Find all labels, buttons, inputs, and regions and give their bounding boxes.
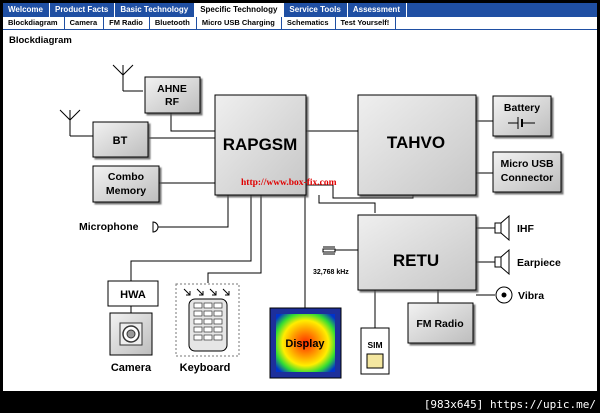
retu-block[interactable]: RETU — [357, 214, 477, 291]
keypress-arrows-icon — [183, 288, 230, 296]
hwa-label: HWA — [120, 289, 146, 301]
battery-label: Battery — [504, 102, 540, 114]
speaker-icon — [494, 248, 510, 276]
display-component[interactable]: Display — [269, 307, 342, 379]
memory-label: Memory — [106, 185, 146, 197]
tab-basic-technology[interactable]: Basic Technology — [115, 3, 196, 17]
image-size-caption: [983x645] https://upic.me/ — [423, 398, 596, 411]
camera-component[interactable]: Camera — [109, 312, 153, 374]
tab-assessment[interactable]: Assessment — [348, 3, 407, 17]
subtab-test-yourself[interactable]: Test Yourself! — [336, 17, 397, 29]
vibra-label: Vibra — [518, 290, 544, 302]
combo-label: Combo — [108, 171, 144, 183]
battery-block[interactable]: Battery — [492, 95, 552, 137]
sim-component[interactable]: SIM — [360, 327, 390, 375]
ihf-label: IHF — [517, 223, 535, 235]
connection-lines — [130, 113, 495, 328]
main-nav: Welcome Product Facts Basic Technology S… — [3, 3, 597, 17]
rapgsm-block[interactable]: RAPGSM — [214, 94, 307, 196]
ihf-component[interactable]: IHF — [494, 214, 535, 242]
display-label: Display — [285, 338, 325, 350]
crystal-component: 32,768 kHz — [313, 246, 349, 276]
rapgsm-label: RAPGSM — [223, 135, 298, 154]
speaker-icon — [494, 214, 510, 242]
rf-label: RF — [165, 96, 180, 108]
sim-label: SIM — [367, 340, 382, 350]
tab-service-tools[interactable]: Service Tools — [284, 3, 348, 17]
microphone-component[interactable]: Microphone — [79, 221, 159, 233]
micro-usb-connector-block[interactable]: Micro USB Connector — [492, 151, 562, 193]
subtab-micro-usb-charging[interactable]: Micro USB Charging — [197, 17, 282, 29]
subtab-bluetooth[interactable]: Bluetooth — [150, 17, 197, 29]
sim-card-icon — [366, 353, 384, 369]
antenna-icon — [112, 64, 143, 92]
vibra-motor-icon — [495, 286, 513, 304]
subtab-camera[interactable]: Camera — [65, 17, 105, 29]
keyboard-label: Keyboard — [180, 362, 231, 374]
tab-specific-technology[interactable]: Specific Technology — [195, 3, 285, 17]
bt-label: BT — [113, 135, 128, 147]
crystal-icon — [322, 246, 336, 255]
sub-nav: Blockdiagram Camera FM Radio Bluetooth M… — [3, 17, 597, 30]
fm-radio-block[interactable]: FM Radio — [407, 302, 474, 344]
earpiece-component[interactable]: Earpiece — [494, 248, 561, 276]
page-title: Blockdiagram — [9, 35, 72, 46]
subtab-fm-radio[interactable]: FM Radio — [104, 17, 150, 29]
combo-memory-block[interactable]: Combo Memory — [92, 165, 160, 203]
app-window: Welcome Product Facts Basic Technology S… — [3, 3, 597, 391]
retu-label: RETU — [393, 251, 439, 270]
keyboard-component[interactable]: Keyboard — [175, 283, 240, 374]
crystal-frequency-label: 32,768 kHz — [313, 269, 349, 276]
subtab-schematics[interactable]: Schematics — [282, 17, 336, 29]
microphone-icon — [152, 221, 159, 233]
battery-icon — [508, 117, 535, 129]
ahne-rf-block[interactable]: AHNE RF — [144, 76, 201, 114]
tahvo-label: TAHVO — [387, 133, 445, 152]
tab-welcome[interactable]: Welcome — [3, 3, 50, 17]
antenna-icon — [59, 109, 93, 137]
hwa-block[interactable]: HWA — [107, 280, 159, 307]
connector-label: Connector — [501, 172, 554, 184]
tab-product-facts[interactable]: Product Facts — [50, 3, 116, 17]
block-diagram: RAPGSM TAHVO RETU AHNE RF BT Combo Memor… — [59, 64, 562, 379]
micro-usb-label: Micro USB — [500, 158, 554, 170]
microphone-label: Microphone — [79, 221, 139, 233]
bt-block[interactable]: BT — [92, 121, 149, 158]
ahne-label: AHNE — [157, 83, 187, 95]
subtab-blockdiagram[interactable]: Blockdiagram — [3, 17, 65, 29]
vibra-component[interactable]: Vibra — [495, 286, 544, 304]
watermark-url: http://www.box-fix.com — [241, 178, 337, 188]
camera-label: Camera — [111, 362, 152, 374]
tahvo-block[interactable]: TAHVO — [357, 94, 477, 196]
earpiece-label: Earpiece — [517, 257, 561, 269]
fm-radio-label: FM Radio — [416, 318, 463, 330]
